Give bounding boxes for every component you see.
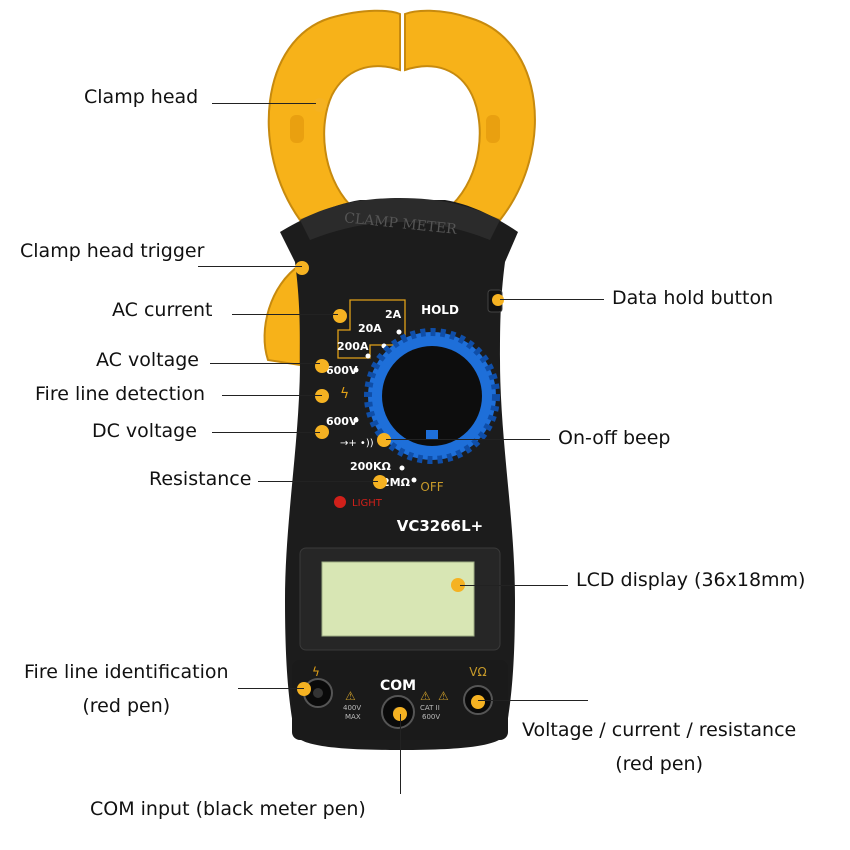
range-200a: 200A: [337, 340, 369, 353]
range-200k: 200KΩ: [350, 460, 391, 473]
leader-fire-detection: [222, 395, 322, 396]
leader-resistance: [258, 481, 378, 482]
warning-right-icon: ⚠: [420, 689, 431, 703]
jack-right-rating-2: 600V: [422, 713, 440, 721]
jack-left-rating-1: 400V: [343, 704, 361, 712]
jack-left-rating-2: MAX: [345, 713, 361, 721]
clamp-head: [267, 9, 536, 222]
diode-symbol: →+ •)): [340, 438, 374, 449]
lcd-display: [321, 561, 475, 637]
leader-ac-voltage: [210, 363, 320, 364]
marker-resistance: [373, 475, 387, 489]
marker-lcd: [451, 578, 465, 592]
marker-ac-current: [333, 309, 347, 323]
label-ac-current: AC current: [112, 299, 213, 321]
label-lcd-display: LCD display (36x18mm): [576, 569, 806, 591]
label-vcr-line1: Voltage / current / resistance: [522, 719, 797, 741]
marker-ac-voltage: [315, 359, 329, 373]
label-data-hold: Data hold button: [612, 287, 774, 309]
marker-fire-jack: [297, 682, 311, 696]
com-label: COM: [380, 678, 416, 694]
label-com-input: COM input (black meter pen): [90, 798, 366, 820]
lightning-icon: ϟ: [340, 386, 349, 402]
hold-label: HOLD: [421, 303, 459, 317]
vohm-label: VΩ: [469, 665, 486, 679]
lightning-jack-icon: ϟ: [312, 665, 320, 679]
range-600v-ac: 600V: [326, 364, 358, 377]
label-clamp-head: Clamp head: [84, 86, 199, 108]
warning-left-icon: ⚠: [345, 689, 356, 703]
model-label: VC3266L+: [397, 517, 484, 535]
leader-vohm: [478, 700, 588, 701]
marker-dc-voltage: [315, 425, 329, 439]
leader-on-off: [386, 439, 550, 440]
label-fire-detection: Fire line detection: [35, 383, 206, 405]
warning-right-icon-2: ⚠: [438, 689, 449, 703]
marker-trigger: [295, 261, 309, 275]
label-dc-voltage: DC voltage: [92, 420, 197, 442]
label-vcr-line2: (red pen): [615, 752, 703, 775]
label-on-off-beep: On-off beep: [558, 427, 671, 449]
leader-dc-voltage: [212, 432, 320, 433]
label-fire-identification: Fire line identification (red pen): [24, 661, 229, 718]
label-ac-voltage: AC voltage: [96, 349, 199, 371]
leader-fire-jack: [238, 688, 304, 689]
leader-com: [400, 714, 401, 794]
light-label: LIGHT: [352, 498, 383, 509]
clamp-trigger[interactable]: [263, 263, 304, 367]
marker-vohm: [471, 695, 485, 709]
label-clamp-trigger: Clamp head trigger: [20, 240, 205, 262]
leader-ac-current: [232, 314, 338, 315]
leader-clamp-head: [212, 103, 316, 104]
leader-hold: [500, 299, 604, 300]
range-600v-dc: 600V: [326, 415, 358, 428]
marker-fire-detection: [315, 389, 329, 403]
marker-clamp-head: [313, 98, 327, 112]
marker-hold: [492, 294, 504, 306]
leader-lcd: [460, 585, 568, 586]
range-2m: 2MΩ: [382, 476, 411, 489]
jack-right-rating-1: CAT II: [420, 704, 440, 712]
label-resistance: Resistance: [149, 468, 252, 490]
leader-trigger: [198, 266, 302, 267]
range-20a: 20A: [358, 322, 382, 335]
rotary-dial[interactable]: [364, 328, 500, 464]
label-voltage-current-resistance: Voltage / current / resistance (red pen): [522, 719, 797, 776]
off-label: OFF: [420, 480, 443, 494]
label-fire-identification-line2: (red pen): [82, 694, 171, 717]
marker-on-off: [377, 433, 391, 447]
label-fire-identification-line1: Fire line identification: [24, 661, 229, 683]
light-indicator: [334, 496, 346, 508]
range-2a: 2A: [385, 308, 402, 321]
